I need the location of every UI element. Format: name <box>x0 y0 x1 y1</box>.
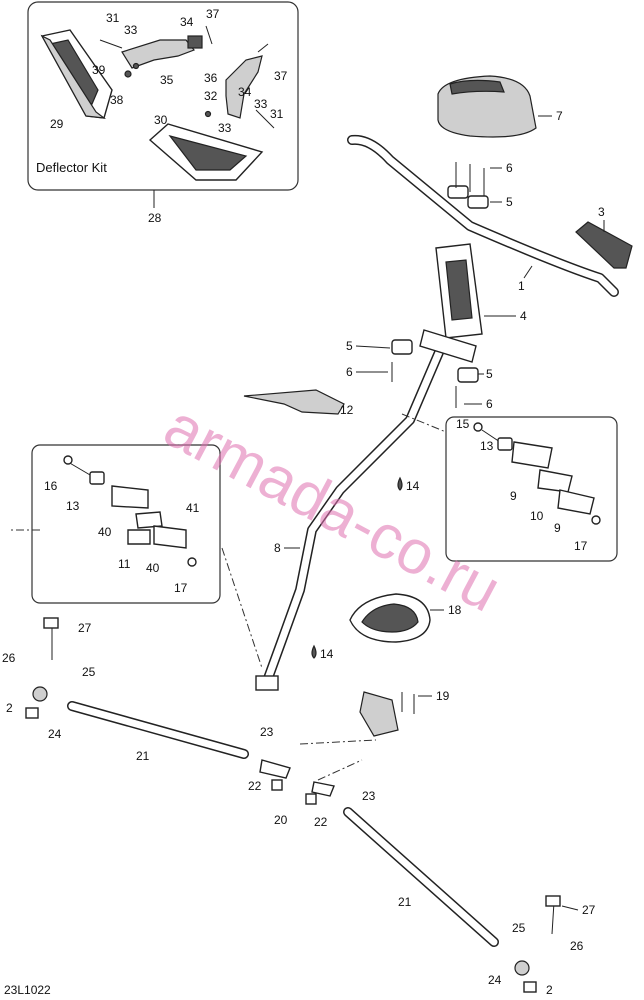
callout-6-a: 6 <box>506 161 513 175</box>
callout-23-b: 23 <box>362 789 376 803</box>
callout-5-c: 5 <box>486 367 493 381</box>
callout-30: 30 <box>154 113 168 127</box>
handlebar-clamp-left <box>447 185 469 199</box>
handlebar-group <box>347 75 633 339</box>
callout-26-a: 26 <box>2 651 16 665</box>
left-detail-group <box>8 444 221 604</box>
right-mount-bracket <box>225 55 263 119</box>
callout-9-a: 9 <box>510 489 517 503</box>
callout-9-b: 9 <box>554 521 561 535</box>
callout-31-b: 31 <box>270 107 284 121</box>
callout-16: 16 <box>44 479 58 493</box>
callout-14-a: 14 <box>406 479 420 493</box>
connection-line-right <box>401 413 447 433</box>
handlebar-clamp-right <box>467 195 489 209</box>
callout-20: 20 <box>274 813 288 827</box>
callout-labels: 31 33 34 37 39 35 38 29 36 37 32 34 33 3… <box>2 7 605 997</box>
steering-column-group <box>243 329 479 691</box>
callout-15: 15 <box>456 417 470 431</box>
deflector-kit-label: Deflector Kit <box>36 160 107 175</box>
callout-21-a: 21 <box>136 749 150 763</box>
callout-2-a: 2 <box>6 701 13 715</box>
callout-37-a: 37 <box>206 7 220 21</box>
right-detail-frame <box>445 416 618 562</box>
callout-38: 38 <box>110 93 124 107</box>
callout-22-a: 22 <box>248 779 262 793</box>
callout-24-a: 24 <box>48 727 62 741</box>
connection-line-left <box>221 547 263 669</box>
callout-41: 41 <box>186 501 200 515</box>
tie-rod-group <box>25 617 561 993</box>
callout-36: 36 <box>204 71 218 85</box>
grease-drop-icon <box>397 476 403 491</box>
callout-34-b: 34 <box>238 85 252 99</box>
callout-27-a: 27 <box>78 621 92 635</box>
handlebar-grip <box>575 221 633 269</box>
callout-27-b: 27 <box>582 903 596 917</box>
callout-1: 1 <box>518 279 525 293</box>
callout-13-b: 13 <box>66 499 80 513</box>
callout-7: 7 <box>556 109 563 123</box>
callout-28: 28 <box>148 211 162 225</box>
callout-34-a: 34 <box>180 15 194 29</box>
steering-column-tee <box>419 329 477 363</box>
callout-11: 11 <box>118 557 131 571</box>
callout-35: 35 <box>160 73 174 87</box>
callout-5-b: 5 <box>346 339 353 353</box>
callout-14-b: 14 <box>320 647 334 661</box>
callout-10: 10 <box>530 509 544 523</box>
callout-8: 8 <box>274 541 281 555</box>
right-detail-group <box>445 416 618 562</box>
callout-39: 39 <box>92 63 106 77</box>
deflector-hardware <box>99 25 275 129</box>
callout-17-b: 17 <box>174 581 188 595</box>
callout-31-a: 31 <box>106 11 120 25</box>
callout-12: 12 <box>340 403 354 417</box>
steering-plate <box>243 389 345 415</box>
callout-13-a: 13 <box>480 439 494 453</box>
callout-33-b: 33 <box>254 97 268 111</box>
callout-6-b: 6 <box>346 365 353 379</box>
callout-5-a: 5 <box>506 195 513 209</box>
diagram-code: 23L1022 <box>4 983 51 997</box>
left-deflector-edge <box>40 34 107 119</box>
callout-18: 18 <box>448 603 462 617</box>
callout-26-b: 26 <box>570 939 584 953</box>
callout-17-a: 17 <box>574 539 588 553</box>
deflector-kit-group: Deflector Kit <box>27 1 299 191</box>
callout-21-b: 21 <box>398 895 412 909</box>
callout-32: 32 <box>204 89 218 103</box>
right-deflector-window <box>168 134 248 171</box>
callout-24-b: 24 <box>488 973 502 987</box>
callout-29: 29 <box>50 117 64 131</box>
callout-37-b: 37 <box>274 69 288 83</box>
pitman-bracket <box>359 691 399 737</box>
callout-22-b: 22 <box>314 815 328 829</box>
callout-40-b: 40 <box>146 561 160 575</box>
callout-40-a: 40 <box>98 525 112 539</box>
callout-23-a: 23 <box>260 725 274 739</box>
callout-33-a: 33 <box>124 23 138 37</box>
callout-25-b: 25 <box>512 921 526 935</box>
grease-drop-icon <box>311 644 317 659</box>
deflector-kit-frame <box>27 1 299 191</box>
left-detail-frame <box>31 444 221 604</box>
callout-6-c: 6 <box>486 397 493 411</box>
callout-19: 19 <box>436 689 450 703</box>
callout-33-c: 33 <box>218 121 232 135</box>
left-mount-bracket <box>121 39 195 69</box>
callout-25-a: 25 <box>82 665 96 679</box>
callout-2-b: 2 <box>546 983 553 997</box>
callout-3: 3 <box>598 205 605 219</box>
callout-4: 4 <box>520 309 527 323</box>
